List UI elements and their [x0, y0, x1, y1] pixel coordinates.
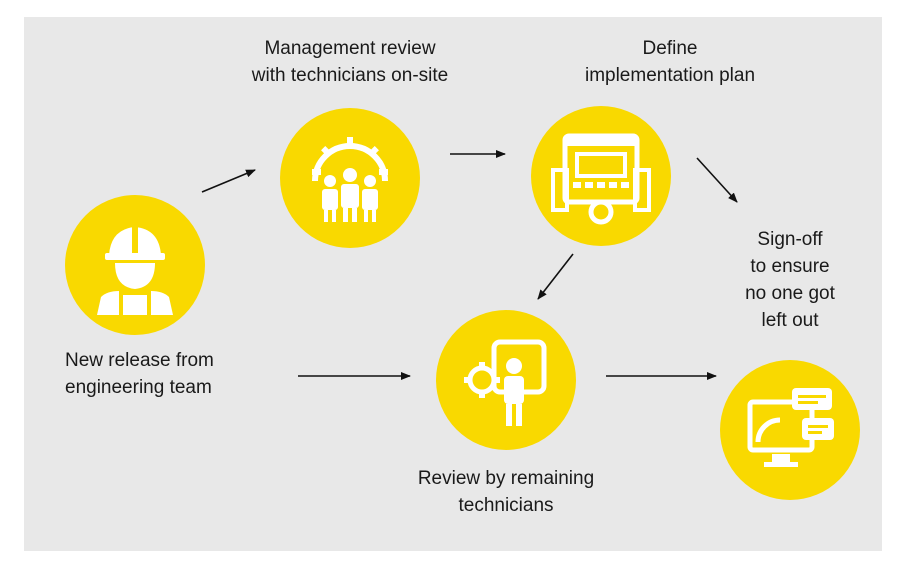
- dashboard-plan-icon: [551, 133, 651, 225]
- label-line: with technicians on-site: [251, 65, 449, 86]
- label-line: Management review: [264, 38, 436, 59]
- label-define-plan: Define implementation plan: [560, 35, 780, 89]
- label-line: New release from: [65, 350, 214, 371]
- team-gear-icon: [312, 137, 388, 222]
- label-management-review: Management review with technicians on-si…: [240, 35, 460, 89]
- technician-gear-icon: [464, 339, 547, 426]
- label-line: technicians: [458, 495, 554, 516]
- node-define-plan: [531, 106, 671, 246]
- node-management-review: [280, 108, 420, 248]
- node-remaining-review: [436, 310, 576, 450]
- monitor-chat-icon: [747, 388, 834, 467]
- label-line: left out: [761, 310, 819, 331]
- label-line: to ensure: [750, 256, 830, 277]
- worker-icon: [97, 227, 173, 315]
- label-line: implementation plan: [584, 65, 756, 86]
- label-line: Define: [642, 38, 698, 59]
- node-new-release: [65, 195, 205, 335]
- label-line: engineering team: [65, 377, 212, 398]
- label-line: no one got: [745, 283, 835, 304]
- label-remaining-review: Review by remaining technicians: [396, 465, 616, 519]
- node-sign-off: [720, 360, 860, 500]
- label-sign-off: Sign-off to ensure no one got left out: [730, 226, 850, 334]
- label-new-release: New release from engineering team: [65, 347, 214, 401]
- label-line: Sign-off: [757, 229, 823, 250]
- label-line: Review by remaining: [417, 468, 595, 489]
